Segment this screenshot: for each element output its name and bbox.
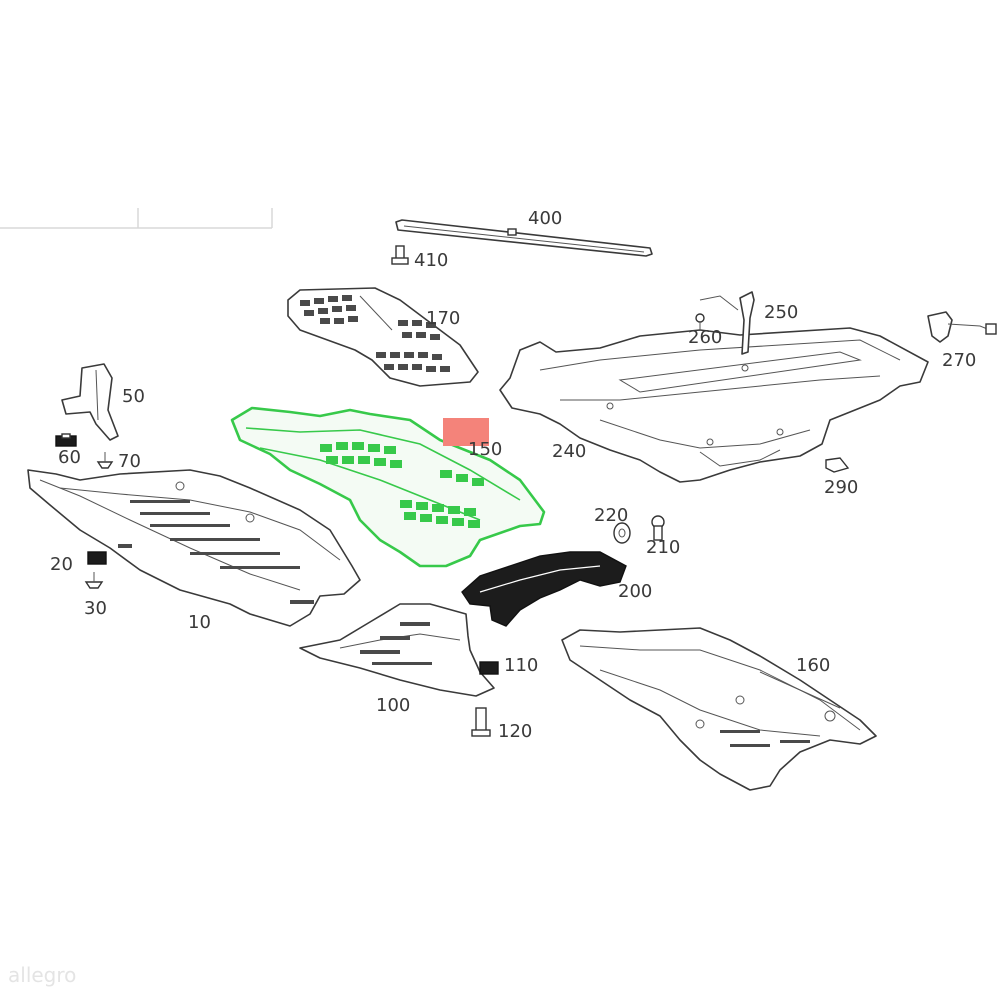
part-10-front-underbody-shield[interactable]: [27, 469, 361, 627]
label-160: 160: [796, 655, 830, 676]
label-220: 220: [594, 505, 628, 526]
part-410-bolt[interactable]: [391, 245, 409, 265]
label-210: 210: [646, 537, 680, 558]
label-150: 150: [468, 439, 502, 460]
watermark: allegro: [8, 963, 76, 987]
label-200: 200: [618, 581, 652, 602]
part-50-bracket[interactable]: [61, 363, 119, 441]
label-110: 110: [504, 655, 538, 676]
part-150-center-underbody-shield[interactable]: [230, 406, 546, 568]
label-170: 170: [426, 308, 460, 329]
label-60: 60: [58, 447, 81, 468]
part-110-nut[interactable]: [479, 661, 499, 675]
label-290: 290: [824, 477, 858, 498]
part-400-cross-brace[interactable]: [395, 219, 653, 257]
part-240-rear-underbody-panel[interactable]: [499, 327, 929, 483]
part-210-bolt[interactable]: [651, 515, 665, 541]
part-100-front-lower-shield[interactable]: [299, 603, 495, 697]
label-270: 270: [942, 350, 976, 371]
part-220-washer[interactable]: [613, 522, 631, 544]
part-260-clip[interactable]: [695, 313, 705, 330]
label-250: 250: [764, 302, 798, 323]
part-270-bracket[interactable]: [927, 311, 997, 343]
part-200-air-duct[interactable]: [461, 551, 627, 627]
part-290-clip[interactable]: [825, 457, 850, 473]
label-100: 100: [376, 695, 410, 716]
label-20: 20: [50, 554, 73, 575]
part-70-screw[interactable]: [96, 452, 114, 469]
label-120: 120: [498, 721, 532, 742]
frame-lines: [0, 208, 273, 229]
part-170-grid-shield[interactable]: [287, 287, 479, 387]
part-30-screw[interactable]: [84, 572, 104, 589]
part-120-bolt[interactable]: [471, 707, 491, 737]
label-400: 400: [528, 208, 562, 229]
part-60-nut[interactable]: [55, 433, 77, 447]
callout-labels: 10 20 30 50 60 70 100 110 120 150 160 17…: [50, 208, 976, 742]
part-160-rear-shield[interactable]: [561, 627, 877, 791]
label-410: 410: [414, 250, 448, 271]
label-50: 50: [122, 386, 145, 407]
label-260: 260: [688, 327, 722, 348]
label-30: 30: [84, 598, 107, 619]
part-20-clip[interactable]: [87, 551, 107, 565]
label-10: 10: [188, 612, 211, 633]
label-70: 70: [118, 451, 141, 472]
label-240: 240: [552, 441, 586, 462]
part-250-bracket[interactable]: [699, 291, 755, 355]
